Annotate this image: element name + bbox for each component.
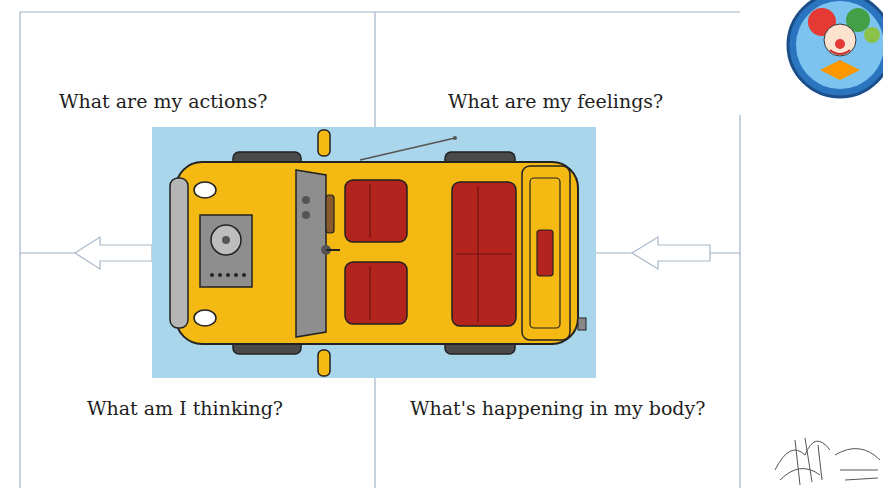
car-illustration <box>152 127 596 378</box>
clown-badge <box>788 0 883 97</box>
arrow-left <box>75 237 152 269</box>
quadrant-question: What's happening in my body? <box>410 397 705 420</box>
quadrant-question: What are my actions? <box>59 90 268 113</box>
sketch <box>775 438 880 485</box>
grid-lines <box>20 12 740 488</box>
quadrant-question: What am I thinking? <box>87 397 283 420</box>
arrow-right <box>632 237 710 269</box>
quadrant-question: What are my feelings? <box>448 90 663 113</box>
